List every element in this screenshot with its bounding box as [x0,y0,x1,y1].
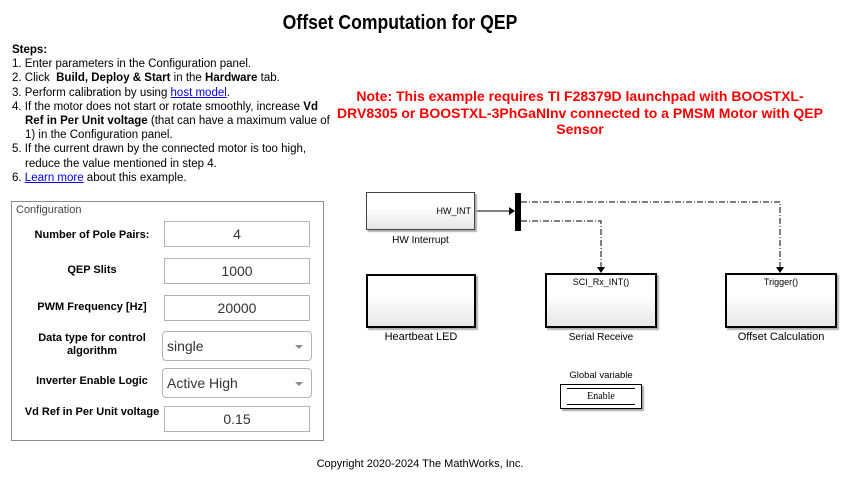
heartbeat-led-block[interactable] [366,274,476,328]
step-4: 4. If the motor does not start or rotate… [12,100,330,142]
step-1: 1. Enter parameters in the Configuration… [12,58,252,71]
vd-ref-input[interactable]: 0.15 [164,406,310,432]
copyright-footer: Copyright 2020-2024 The MathWorks, Inc. [316,458,524,470]
step-6: 6. Learn more about this example. [12,171,187,184]
pole-pairs-label: Number of Pole Pairs: [34,229,150,241]
inverter-logic-label: Inverter Enable Logic [36,375,148,387]
pole-pairs-row: Number of Pole Pairs: 4 [12,221,325,251]
global-variable-name: Enable [587,391,615,402]
data-type-value: single [167,338,204,354]
chevron-down-icon [295,345,303,349]
steps-heading: Steps: [12,44,48,56]
steps-instructions: Steps: 1. Enter parameters in the Config… [12,43,332,185]
hardware-note: Note: This example requires TI F28379D l… [337,88,823,137]
qep-slits-input[interactable]: 1000 [164,258,310,284]
data-type-row: Data type for control algorithm single [12,331,325,361]
configuration-legend: Configuration [16,204,82,216]
configuration-panel: Configuration Number of Pole Pairs: 4 QE… [11,201,324,441]
qep-slits-row: QEP Slits 1000 [12,258,325,288]
trigger-port-label: Trigger() [763,277,799,287]
sci-rx-port-label: SCI_Rx_INT() [572,277,630,287]
inverter-logic-row: Inverter Enable Logic Active High [12,368,325,398]
page-title: Offset Computation for QEP [282,12,518,34]
step-2: 2. Click Build, Deploy & Start in the Ha… [12,72,280,85]
chevron-down-icon [295,382,303,386]
hw-interrupt-block[interactable]: HW_INT [366,192,475,230]
heartbeat-led-label: Heartbeat LED [384,331,458,343]
step-3: 3. Perform calibration by using host mod… [12,86,230,99]
hw-interrupt-label: HW Interrupt [392,235,449,246]
host-model-link[interactable]: host model [170,86,227,99]
global-variable-block[interactable]: Enable [560,384,642,409]
serial-receive-label: Serial Receive [568,332,634,343]
global-variable-label: Global variable [569,370,633,381]
pole-pairs-input[interactable]: 4 [164,221,310,247]
data-type-dropdown[interactable]: single [162,331,312,361]
data-type-label: Data type for control algorithm [38,332,146,357]
pwm-frequency-label: PWM Frequency [Hz] [37,301,147,313]
qep-slits-label: QEP Slits [67,264,117,276]
step-5: 5. If the current drawn by the connected… [12,143,307,170]
serial-receive-block[interactable]: SCI_Rx_INT() [545,273,657,328]
learn-more-link[interactable]: Learn more [24,171,84,184]
vd-ref-label: Vd Ref in Per Unit voltage [24,406,160,418]
pwm-frequency-row: PWM Frequency [Hz] 20000 [12,295,325,325]
hw-int-port-label: HW_INT [436,206,472,216]
pwm-frequency-input[interactable]: 20000 [164,295,310,321]
inverter-logic-value: Active High [167,375,238,391]
vd-ref-row: Vd Ref in Per Unit voltage 0.15 [12,406,325,436]
offset-calculation-label: Offset Calculation [737,331,825,343]
inverter-logic-dropdown[interactable]: Active High [162,368,312,398]
offset-calculation-block[interactable]: Trigger() [725,273,837,328]
